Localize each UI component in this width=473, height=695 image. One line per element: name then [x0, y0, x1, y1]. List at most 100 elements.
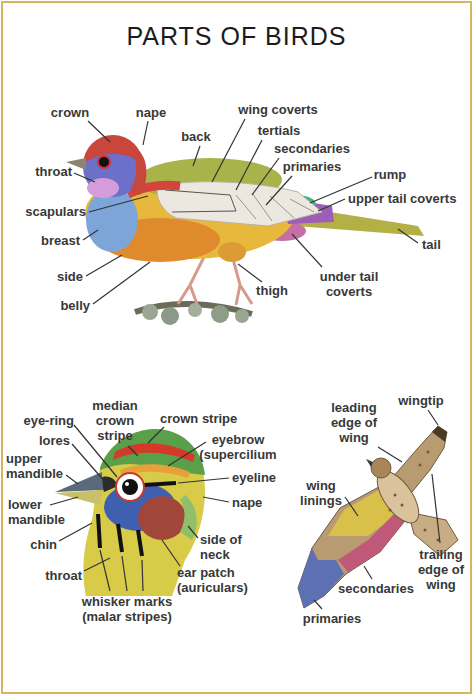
part-label: upper tail coverts	[348, 191, 466, 206]
lichen	[235, 309, 249, 323]
part-label: ear patch (auriculars)	[177, 565, 261, 595]
part-label: side	[33, 269, 83, 284]
leader-line	[238, 264, 262, 282]
part-label: side of neck	[200, 532, 252, 562]
leader-line	[188, 526, 198, 538]
speckle	[427, 451, 430, 454]
leader-line	[89, 196, 148, 212]
eye	[122, 479, 138, 495]
hawk-beak	[366, 459, 373, 467]
part-label: throat	[22, 568, 82, 583]
leader-line	[66, 475, 78, 484]
eye-ring	[97, 155, 111, 169]
diagram-title: PARTS OF BIRDS	[0, 22, 473, 51]
leader-line	[266, 176, 292, 205]
leader-line	[292, 234, 322, 267]
eye-ring	[116, 473, 144, 501]
part-label: leading edge of wing	[327, 400, 381, 445]
speckle	[389, 509, 392, 512]
part-label: scapulars	[6, 204, 86, 219]
leader-line	[50, 497, 78, 505]
lower-mandible	[55, 490, 103, 505]
speckle	[394, 494, 397, 497]
speckle	[424, 529, 427, 532]
feather-lines	[236, 193, 314, 221]
crown	[83, 135, 143, 165]
leader-line	[345, 497, 358, 516]
leader-line	[72, 444, 106, 483]
part-label: primaries	[292, 611, 372, 626]
part-label: primaries	[272, 159, 352, 174]
leader-line	[142, 560, 143, 591]
leader-line	[236, 140, 262, 190]
leader-line	[84, 558, 110, 571]
part-label: median crown stripe	[87, 398, 143, 443]
leader-line	[432, 474, 440, 543]
leader-line	[314, 600, 322, 609]
part-label: eye-ring	[4, 413, 74, 428]
part-label: upper mandible	[6, 451, 68, 481]
part-label: tail	[422, 237, 462, 252]
part-label: thigh	[247, 283, 297, 298]
leader-line	[193, 146, 200, 166]
part-label: crown	[40, 105, 100, 120]
part-label: eyebrow (supercilium	[196, 432, 280, 462]
leader-line	[203, 497, 229, 502]
secondaries	[338, 514, 404, 572]
ear-patch	[138, 496, 186, 540]
part-label: breast	[20, 233, 80, 248]
leader-line	[122, 556, 127, 591]
part-label: chin	[17, 537, 57, 552]
leader-line	[398, 229, 418, 243]
wing	[157, 182, 322, 226]
part-label: whisker marks (malar stripes)	[75, 594, 179, 624]
part-label: crown stripe	[160, 411, 260, 426]
nape	[130, 150, 147, 195]
leader-line	[100, 550, 110, 591]
speckle	[401, 504, 404, 507]
part-label: nape	[232, 495, 282, 510]
eye-highlight	[125, 482, 129, 486]
leader-line	[83, 230, 98, 240]
lichen	[161, 307, 179, 325]
part-label: under tail coverts	[313, 269, 385, 299]
lichen	[142, 304, 158, 320]
leader-line	[93, 262, 150, 304]
leader-line	[148, 427, 164, 443]
part-label: throat	[12, 164, 72, 179]
leader-line	[212, 119, 245, 182]
wing-coverts-outline	[165, 190, 236, 212]
painted-bunting	[66, 135, 424, 325]
leader-line	[252, 158, 279, 195]
part-label: wing coverts	[228, 102, 328, 117]
eye	[99, 157, 109, 167]
lichen	[188, 303, 202, 317]
part-label: rump	[365, 167, 415, 182]
leader-line	[128, 446, 138, 456]
speckle	[419, 464, 422, 467]
thigh	[218, 242, 246, 262]
leader-line	[86, 255, 122, 276]
speckles	[389, 451, 440, 542]
part-label: trailing edge of wing	[414, 547, 468, 592]
crown-stripe	[113, 443, 195, 462]
leader-line	[318, 199, 345, 211]
part-label: eyeline	[232, 470, 292, 485]
part-label: wing linings	[296, 478, 346, 508]
whisker-marks	[98, 514, 142, 556]
leader-line	[364, 566, 372, 579]
eyeline	[144, 483, 176, 485]
leader-line	[378, 447, 402, 462]
legs	[178, 255, 252, 305]
leader-line	[143, 121, 148, 145]
leader-line	[178, 478, 229, 483]
leader-line	[88, 121, 110, 142]
part-label: lores	[20, 433, 70, 448]
part-label: wingtip	[391, 393, 451, 408]
part-label: lower mandible	[8, 497, 70, 527]
part-label: tertials	[244, 123, 314, 138]
leader-line	[162, 540, 180, 566]
part-label: secondaries	[267, 141, 357, 156]
